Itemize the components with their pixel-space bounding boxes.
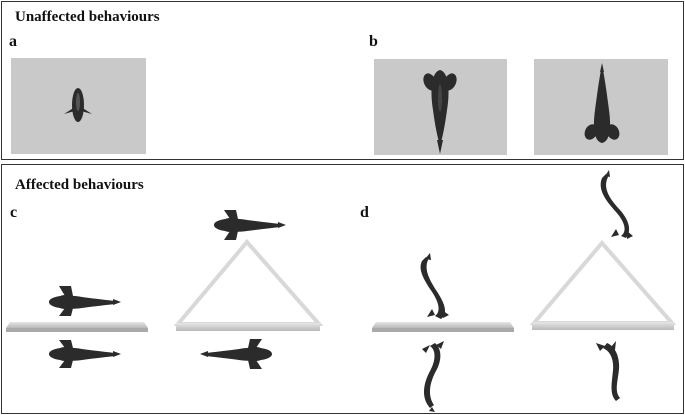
label-c: c [10,204,18,221]
fish-d-above-triangle [600,170,633,239]
flat-barrier-d [372,322,514,332]
fish-top-view-head-down [584,63,620,143]
bottom-illustration-layer [6,170,677,412]
triangle-barrier-d [529,239,677,330]
fish-front-view [64,88,92,122]
fish-c-below-flat [49,340,121,368]
top-fish-layer [64,63,620,154]
unaffected-panel: Unaffected behaviours a b [1,1,684,160]
affected-panel: Affected behaviours c d [1,164,684,414]
fish-c-above-triangle [214,210,286,240]
affected-title: Affected behaviours [15,177,144,193]
fish-c-below-triangle [200,339,272,369]
fish-top-view-head-up [423,70,457,154]
fish-c-above-flat [49,286,121,316]
label-d: d [360,204,369,221]
unaffected-title: Unaffected behaviours [15,9,160,25]
fish-d-below-triangle [596,341,620,401]
label-a: a [9,33,17,50]
label-b: b [369,33,378,50]
fish-d-below-flat [422,341,444,412]
fish-d-above-flat [420,253,449,319]
triangle-barrier-c [173,238,324,331]
flat-barrier-c [6,322,148,332]
